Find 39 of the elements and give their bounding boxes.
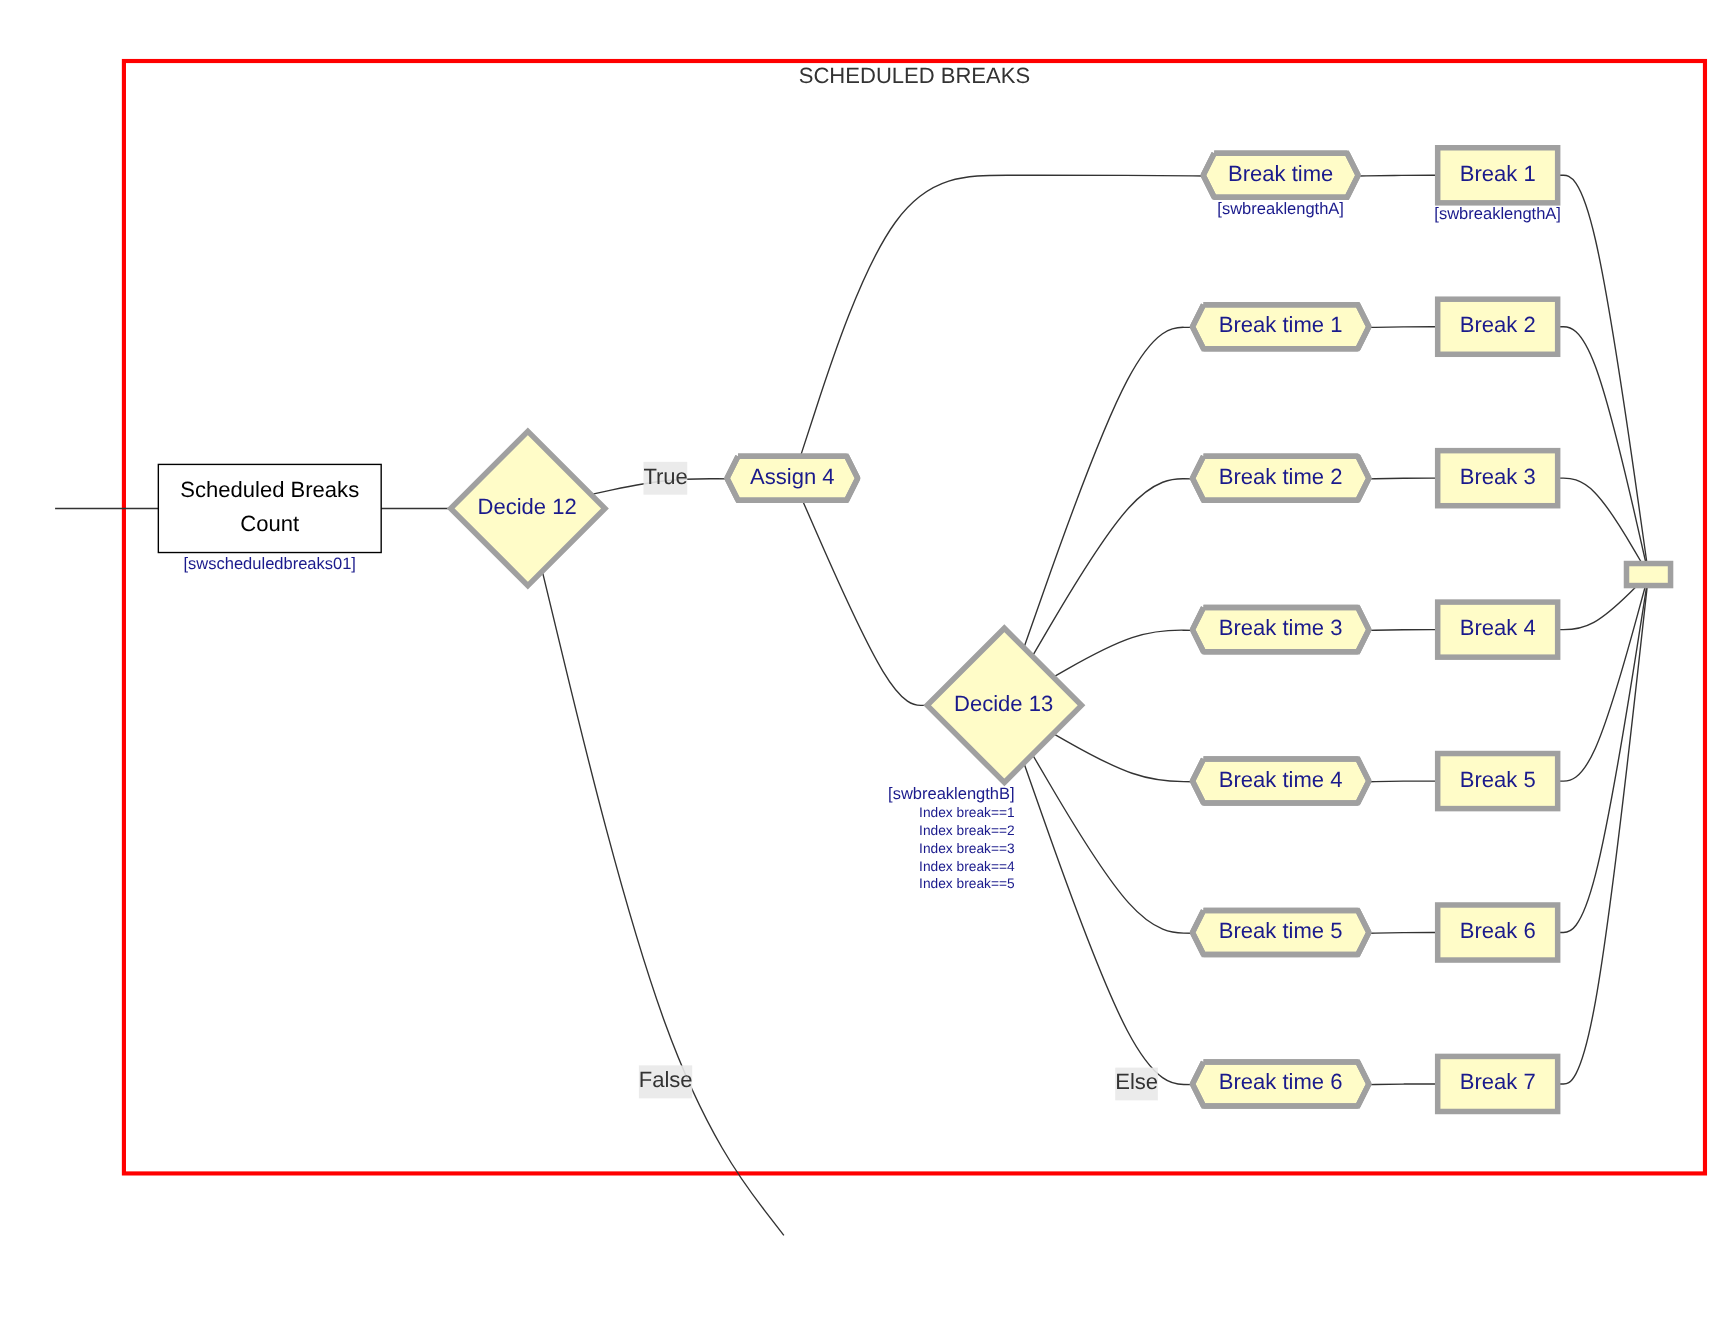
connector [1023, 327, 1194, 650]
connector [1031, 478, 1194, 659]
connector [1368, 781, 1439, 784]
node-diamond: Decide 13 [923, 625, 1086, 788]
node-box [1623, 561, 1674, 590]
connector [799, 175, 1205, 459]
connector [1556, 585, 1648, 1086]
connector [1368, 629, 1439, 632]
node-box: Break 7 [1434, 1054, 1561, 1116]
connector [1031, 754, 1194, 935]
connector [1556, 585, 1648, 934]
connector [1052, 733, 1194, 784]
connector [1556, 585, 1638, 632]
node-diamond: Decide 12 [446, 428, 609, 591]
node-box: Break 5 [1434, 751, 1561, 813]
connector [1556, 478, 1643, 565]
connector [802, 501, 928, 707]
node-box: Break 1 [1434, 145, 1561, 207]
connector [1556, 175, 1648, 565]
connector [1368, 326, 1439, 329]
connector [1358, 175, 1439, 178]
edge-label: False [638, 1070, 693, 1094]
connector [1368, 478, 1439, 481]
connector [1023, 762, 1194, 1087]
connector [380, 508, 451, 510]
connector [1556, 326, 1647, 565]
node-box: Scheduled Breaks Count [157, 464, 382, 554]
connector [1368, 932, 1439, 935]
node-box: Break 4 [1434, 600, 1561, 661]
connector [541, 570, 785, 1237]
connector [1368, 1084, 1439, 1087]
edge-label: Else [1115, 1072, 1159, 1096]
node-box: Break 6 [1434, 903, 1561, 964]
node-box: Break 3 [1434, 448, 1561, 510]
node-box: Break 2 [1434, 297, 1561, 358]
edge-label: True [643, 466, 688, 490]
connector [1052, 630, 1194, 679]
connector [54, 508, 160, 510]
connector [1556, 585, 1647, 783]
